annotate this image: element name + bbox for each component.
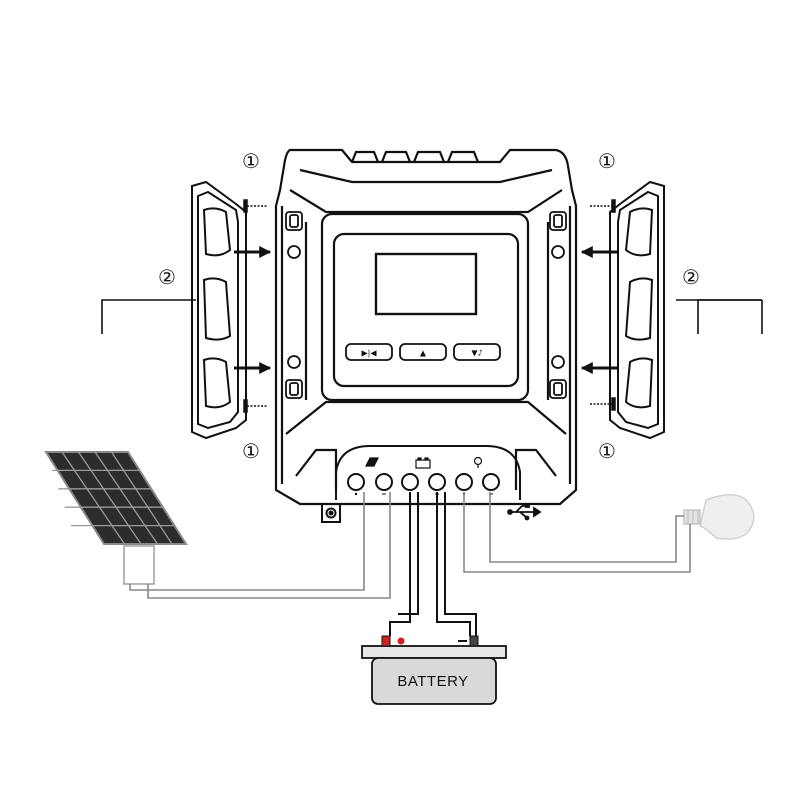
leader-lines <box>101 299 763 334</box>
battery-positive-terminal <box>381 635 391 647</box>
mount-hole <box>551 245 565 259</box>
solar-panel-icon <box>365 457 379 467</box>
terminal-load-positive <box>455 473 473 491</box>
mount-hole <box>551 355 565 369</box>
terminal-battery-negative <box>428 473 446 491</box>
terminal-panel <box>335 445 521 500</box>
step-2-label-right: ② <box>682 265 700 289</box>
up-icon: ▲ <box>420 349 427 358</box>
terminal-load-negative <box>482 473 500 491</box>
screw-icon <box>243 199 268 213</box>
usb-icon <box>507 503 542 521</box>
button-icons: ▶|◀ ▲ ▼♪ <box>362 349 483 358</box>
terminal-battery-positive <box>401 473 419 491</box>
right-side-cover <box>609 180 665 440</box>
front-buttons <box>345 343 501 361</box>
terminal-polarity-marks <box>354 492 493 496</box>
light-bulb <box>683 493 755 540</box>
step-1-label-top-right: ① <box>598 149 616 173</box>
dc-jack <box>321 503 341 523</box>
mount-hole <box>287 355 301 369</box>
enter-icon: ▶|◀ <box>362 349 378 358</box>
insertion-arrows <box>234 246 618 374</box>
enter-button <box>345 343 393 361</box>
step-2-label-left: ② <box>158 265 176 289</box>
step-1-label-bottom-left: ① <box>242 439 260 463</box>
down-icon: ▼♪ <box>471 349 482 358</box>
wiring <box>129 492 691 636</box>
terminals <box>347 473 500 491</box>
down-button <box>453 343 501 361</box>
lcd-screen <box>374 252 478 316</box>
battery: BATTERY <box>361 635 507 705</box>
battery-negative-terminal <box>469 635 479 647</box>
terminal-solar-negative <box>375 473 393 491</box>
terminal-solar-positive <box>347 473 365 491</box>
screw-icon <box>590 199 616 213</box>
solar-panel <box>44 451 188 585</box>
screw-icon <box>243 399 268 413</box>
battery-label: BATTERY <box>397 673 468 690</box>
battery-icon <box>415 457 431 469</box>
mount-hole <box>287 245 301 259</box>
bulb-icon <box>473 456 483 468</box>
step-labels: ① ① ① ① ② ② <box>158 149 700 463</box>
up-button <box>399 343 447 361</box>
mount-brackets <box>285 211 567 399</box>
step-1-label-bottom-right: ① <box>598 439 616 463</box>
left-side-cover <box>191 180 247 440</box>
step-1-label-top-left: ① <box>242 149 260 173</box>
controller-body <box>274 148 578 506</box>
screw-icon <box>590 397 616 411</box>
screws <box>243 199 616 413</box>
terminal-icons <box>365 456 483 469</box>
